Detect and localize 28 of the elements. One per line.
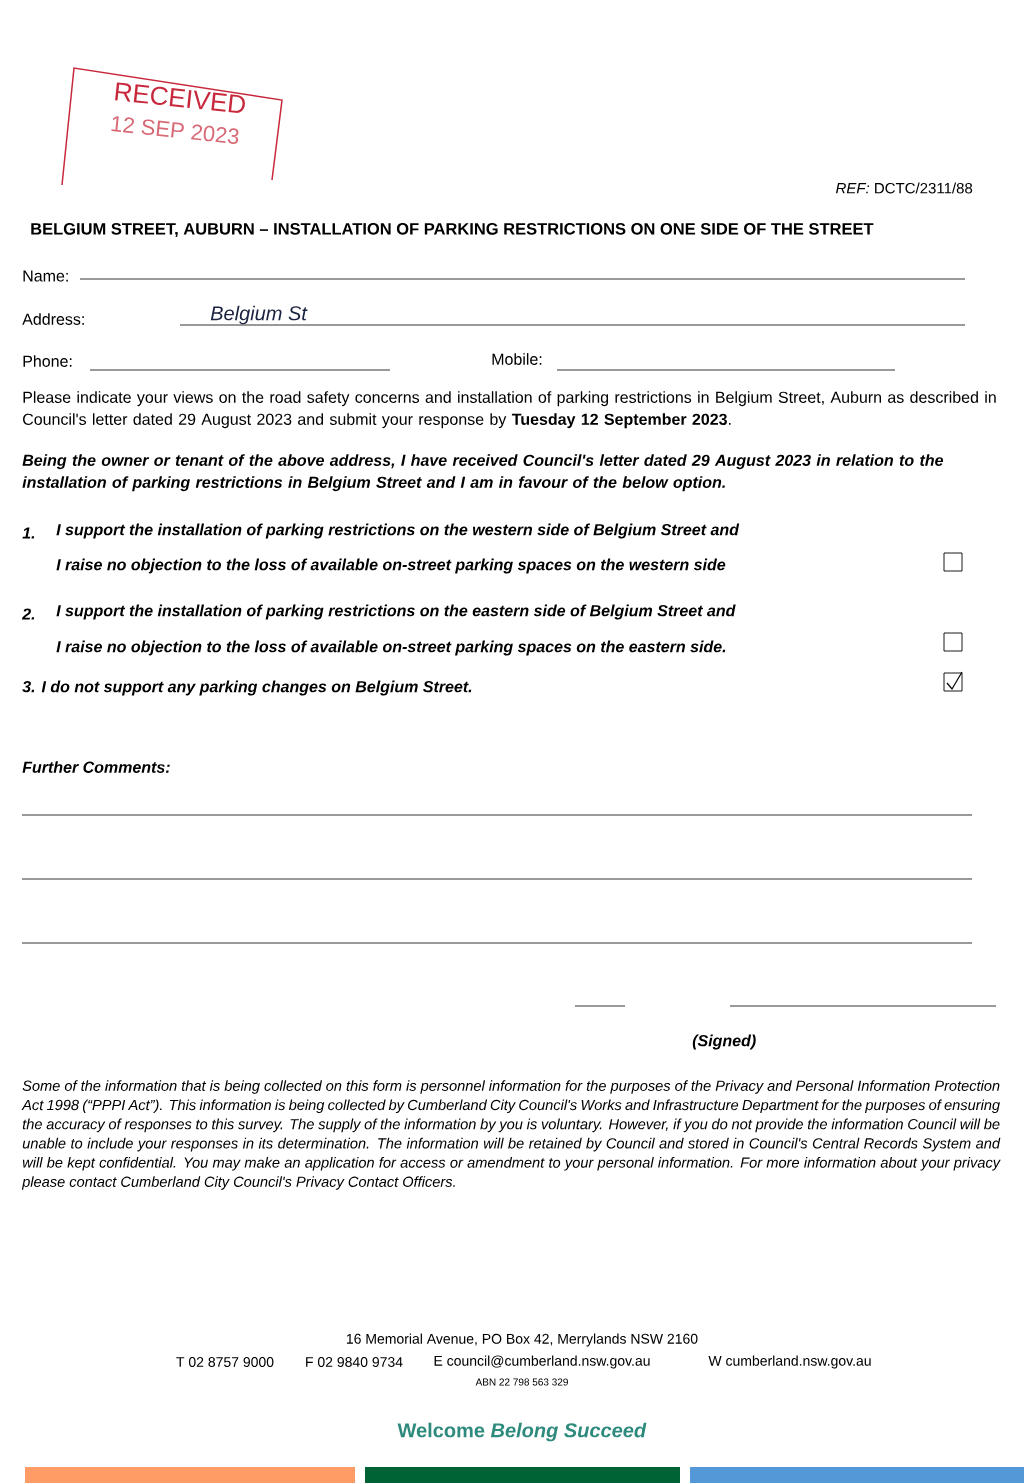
stamp-date: 12 SEP 2023 [111,116,239,144]
slogan: Welcome Belong Succeed [397,1422,647,1442]
footer-contact: W cumberland.nsw.gov.au [708,1355,871,1369]
stamp-text: RECEIVED [115,82,245,113]
footer-abn: ABN 22 798 563 329 [475,1378,568,1386]
signature-label: (Signed) [692,1034,756,1050]
declaration-paragraph: Being the owner or tenant of the above address, I have received Council's letter dated 29 August 2023 in relation to the installation of parking restrictions in Belgium Street and I am in favour of the below option. [22,454,944,492]
handwritten-entry: Belgium St [210,305,308,325]
field-label: Phone: [23,355,72,367]
form-title: BELGIUM STREET, AUBURN – INSTALLATION OF PARKING RESTRICTIONS ON ONE SIDE OF THE STREET [31,222,874,238]
field-label: Address: [22,313,84,325]
footer-contact: T 02 8757 9000 [176,1357,274,1367]
privacy-notice: Some of the information that is being collected on this form is personnel information for the purposes of the Privacy and Personal Information Protection Act 1998 (“PPPI Act”). This information is being collected by Cumberland City Council's Works and Infrastructure Department for the purposes of ensuring the accuracy of responses to this survey. The supply of the information by you is voluntary. However, if you do not provide the information Council will be unable to include your responses in its determination. The information will be retained by Council and stored in Council's Central Records System and will be kept confidential. You may make an application for access or amendment to your personal information. For more information about your privacy please contact Cumberland City Council's Privacy Contact Officers. [21,1080,1001,1190]
option-text: 3. I do not support any parking changes on Belgium Street. [22,680,472,696]
footer-contact: E council@cumberland.nsw.gov.au [434,1355,650,1369]
option-text: I support the installation of parking restrictions on the western side of Belgium Street and [56,523,740,539]
option-number: 1. [22,527,35,539]
option-text: I raise no objection to the loss of available on-street parking spaces on the western side [56,558,726,574]
section-heading: Further Comments: [22,761,170,773]
option-text: I raise no objection to the loss of available on-street parking spaces on the eastern side. [56,640,726,656]
footer-address: 16 Memorial Avenue, PO Box 42, Merrylands NSW 2160 [346,1333,698,1347]
field-label: Mobile: [492,353,542,365]
reference-number: REF: DCTC/2311/88 [836,182,973,194]
field-label: Name: [23,270,68,282]
footer-contact: F 02 9840 9734 [306,1357,403,1367]
instruction-paragraph: Please indicate your views on the road safety concerns and installation of parking restrictions in Belgium Street, Auburn as described in Council's letter dated 29 August 2023 and submit your response by Tuesday 12 September 2023. [23,391,996,429]
option-text: I support the installation of parking restrictions on the eastern side of Belgium Street and [56,604,736,620]
option-number: 2. [21,608,35,620]
